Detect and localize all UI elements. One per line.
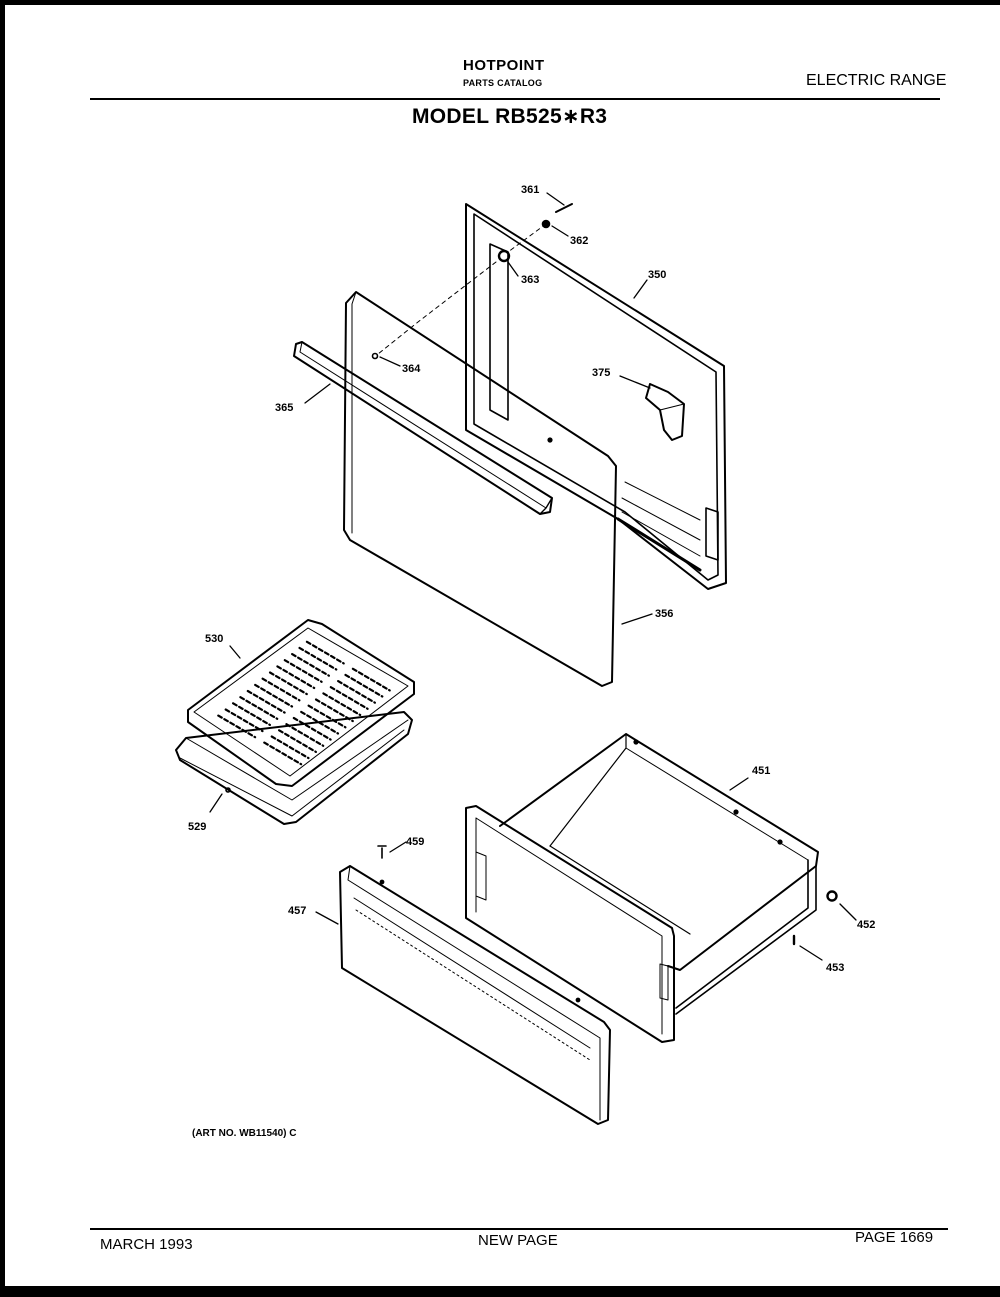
door-stop-375 bbox=[645, 383, 685, 441]
grid-slot bbox=[278, 729, 317, 754]
part-label-356: 356 bbox=[655, 608, 673, 620]
grid-slot bbox=[263, 741, 303, 766]
grid-slot bbox=[276, 665, 316, 690]
drawer-box-451 bbox=[499, 733, 819, 1015]
part-label-363: 363 bbox=[521, 274, 539, 286]
grid-slot bbox=[307, 704, 347, 729]
broiler-pan-529 bbox=[175, 711, 413, 825]
catalog-title: PARTS CATALOG bbox=[463, 78, 543, 88]
door-panel-356 bbox=[343, 291, 617, 687]
grid-slot bbox=[232, 702, 271, 727]
grid-slot bbox=[283, 659, 323, 683]
leader-lines bbox=[209, 192, 857, 961]
grid-slot bbox=[314, 698, 354, 723]
footer-note: NEW PAGE bbox=[478, 1232, 558, 1249]
footer-rule bbox=[90, 1228, 948, 1230]
grid-slot bbox=[285, 723, 325, 747]
grid-slot bbox=[292, 716, 332, 741]
grid-slot bbox=[217, 714, 257, 739]
broiler-grid-530 bbox=[187, 619, 415, 787]
part-label-361: 361 bbox=[521, 184, 539, 196]
door-handle-365 bbox=[293, 341, 553, 515]
part-label-365: 365 bbox=[275, 402, 293, 414]
part-label-529: 529 bbox=[188, 821, 206, 833]
grid-slot bbox=[254, 683, 294, 708]
part-label-364: 364 bbox=[402, 363, 421, 375]
drawer-panel-457 bbox=[339, 865, 611, 1125]
part-label-457: 457 bbox=[288, 905, 306, 917]
grid-slot bbox=[298, 646, 338, 671]
part-label-453: 453 bbox=[826, 962, 844, 974]
grid-slot bbox=[322, 692, 362, 717]
art-number: (ART NO. WB11540) C bbox=[192, 1128, 297, 1139]
footer-date: MARCH 1993 bbox=[100, 1236, 193, 1253]
grid-slot bbox=[270, 735, 310, 760]
grid-slot bbox=[337, 679, 376, 704]
drawer-hardware bbox=[377, 845, 838, 946]
grid-slot bbox=[329, 686, 369, 710]
product-category: ELECTRIC RANGE bbox=[806, 72, 947, 89]
grid-slot bbox=[239, 696, 279, 720]
grid-slot bbox=[268, 671, 308, 696]
header-rule bbox=[90, 98, 940, 100]
part-label-362: 362 bbox=[570, 235, 588, 247]
bottom-border bbox=[0, 1286, 1000, 1297]
model-title: MODEL RB525∗R3 bbox=[412, 105, 608, 128]
part-label-451: 451 bbox=[752, 765, 770, 777]
part-label-459: 459 bbox=[406, 836, 424, 848]
grid-slot bbox=[351, 667, 391, 692]
part-label-375: 375 bbox=[592, 367, 610, 379]
door-liner-350 bbox=[465, 203, 727, 590]
grid-slot bbox=[224, 708, 264, 733]
top-border bbox=[0, 0, 1000, 5]
grid-slot bbox=[246, 689, 286, 714]
door-hardware bbox=[371, 203, 573, 443]
grid-slot bbox=[291, 652, 330, 677]
brand-name: HOTPOINT bbox=[463, 57, 545, 74]
grid-slot bbox=[261, 677, 301, 702]
part-label-350: 350 bbox=[648, 269, 666, 281]
left-border bbox=[0, 0, 5, 1297]
footer-page-number: PAGE 1669 bbox=[855, 1229, 934, 1246]
drawer-front-frame bbox=[465, 805, 675, 1043]
part-callouts: 361 362 363 350 364 365 375 356 530 529 … bbox=[188, 184, 875, 974]
part-label-530: 530 bbox=[205, 633, 223, 645]
part-label-452: 452 bbox=[857, 919, 875, 931]
grid-slot bbox=[344, 673, 384, 698]
grid-slot bbox=[305, 640, 345, 665]
